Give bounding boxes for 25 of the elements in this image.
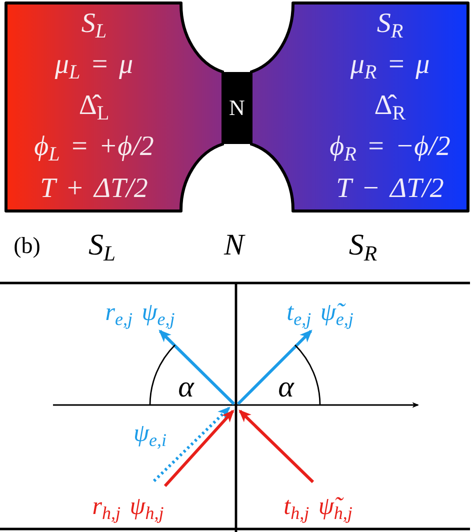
potential-equation: μ$_{R}$ = μ (350, 50, 430, 80)
gap-symbol: Δ̂$_{L}$ (78, 91, 110, 121)
region-label: S$_{L}$ (81, 8, 107, 38)
superconductor-region (250, 1, 470, 213)
angle-label: α (278, 371, 294, 403)
wave-label: r$_{h,j}$ ψ$_{h,j}$ (92, 494, 164, 520)
wave-label: t$_{h,j}$ ψ̃$_{h,j}$ (284, 494, 352, 520)
region-label: S$_{R}$ (348, 229, 378, 261)
gap-symbol: Δ̂$_{R}$ (374, 91, 406, 121)
region-label: S$_{L}$ (88, 229, 116, 261)
region-label: N (229, 96, 245, 120)
temperature-label: T + ΔT/2 (40, 174, 148, 204)
angle-label: α (178, 371, 194, 403)
wave-label: ψ$_{e,i}$ (133, 420, 167, 448)
phase-equation: ϕ$_{R}$ = −ϕ/2 (330, 132, 450, 162)
wave-label: t$_{e,j}$ ψ̃$_{e,j}$ (286, 300, 354, 326)
region-label: S$_{R}$ (376, 8, 404, 38)
normal-region (222, 72, 252, 144)
potential-equation: μ$_{L}$ = μ (54, 50, 134, 80)
region-label: N (224, 229, 244, 261)
wave-label: r$_{e,j}$ ψ$_{e,j}$ (105, 300, 175, 326)
superconductor-region (4, 1, 224, 213)
panel-label: (b) (14, 234, 40, 258)
temperature-label: T − ΔT/2 (336, 174, 444, 204)
phase-equation: ϕ$_{L}$ = +ϕ/2 (34, 132, 154, 162)
